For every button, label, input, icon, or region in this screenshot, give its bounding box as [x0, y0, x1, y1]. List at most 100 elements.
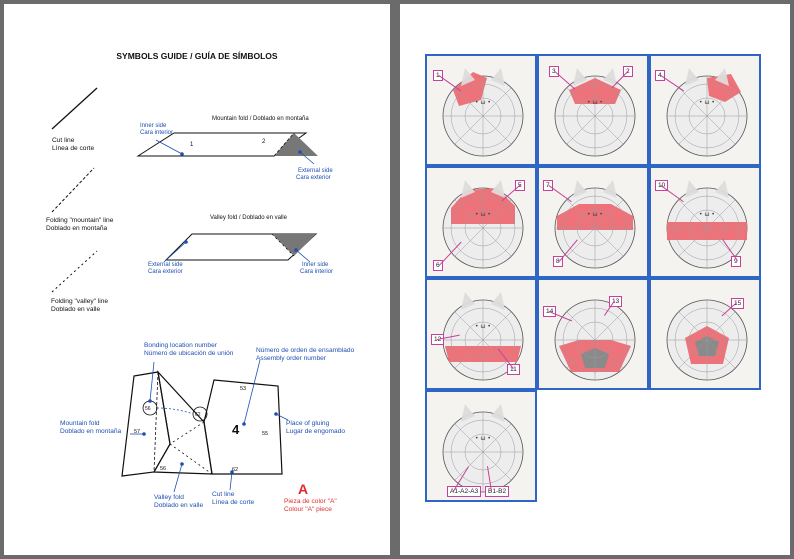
svg-text:• ω •: • ω •: [475, 435, 491, 442]
assembly-cut-label: Cut line: [212, 491, 235, 498]
step-panel: • ω • 3 2: [537, 54, 649, 166]
step-number-label: 3: [549, 66, 559, 77]
page-title: SYMBOLS GUIDE / GUÍA DE SÍMBOLOS: [116, 51, 278, 61]
papercraft-model-illustration: • ω •: [442, 292, 524, 381]
step-number-label: 13: [609, 296, 623, 307]
step-panel: • ω • 7 8: [537, 166, 649, 278]
svg-text:• ω •: • ω •: [587, 99, 603, 106]
legend-cut-label-es: Línea de corte: [52, 145, 95, 152]
colour-piece-label-es: Pieza de color "A": [284, 498, 337, 505]
mountain-inner-label: Inner side: [140, 123, 167, 129]
papercraft-model-illustration: • ω •: [442, 68, 524, 157]
mountain-external-label: External side: [298, 168, 333, 174]
papercraft-model-illustration: • ω •: [554, 180, 636, 269]
assembly-piece-center: [152, 370, 213, 475]
edge-label-57: 57: [134, 429, 141, 435]
mountain-fold-shape: [136, 132, 308, 157]
valley-inner-label: Inner side: [302, 262, 329, 268]
mountain-line-sample: [51, 167, 95, 213]
assembly-cut-label-es: Línea de corte: [212, 499, 255, 506]
step-number-label: 12: [431, 334, 445, 345]
legend-valley-label: Folding "valley" line: [51, 298, 109, 305]
step-number-label: 2: [623, 66, 633, 77]
step-panel: • ω • 12 11: [425, 278, 537, 390]
step-panel: • ω • 4: [649, 54, 761, 166]
svg-text:• ω •: • ω •: [475, 211, 491, 218]
step-number-label: 1: [433, 70, 443, 81]
mountain-num-1: 1: [190, 142, 194, 148]
valley-external-label-es: Cara exterior: [148, 269, 183, 275]
papercraft-model-illustration: • ω •: [442, 404, 524, 493]
assembly-mountain-label-es: Doblado en montaña: [60, 428, 122, 435]
step-number-label: B1-B2: [485, 486, 510, 497]
bonding-number-label: Bonding location number: [144, 342, 217, 349]
assembly-order-label-es: Número de orden de ensamblado: [256, 347, 355, 354]
mountain-inner-label-es: Cara interior: [140, 130, 174, 136]
papercraft-model-illustration: [554, 299, 636, 381]
edge-label-56: 56: [160, 466, 167, 472]
assembly-order-label: Assembly order number: [256, 355, 326, 362]
mountain-fold-title: Mountain fold / Doblado en montaña: [212, 116, 309, 122]
step-number-label: 4: [655, 70, 665, 81]
svg-text:• ω •: • ω •: [475, 323, 491, 330]
step-number-label: 11: [507, 364, 520, 375]
step-number-label: 10: [655, 180, 669, 191]
bond-number-a: 56: [145, 406, 151, 412]
legend-cut-label: Cut line: [52, 137, 75, 144]
mountain-external-label-es: Cara exterior: [296, 175, 331, 181]
legend-mountain-label: Folding "mountain" line: [46, 217, 114, 224]
step-panel: 15: [649, 278, 761, 390]
papercraft-model-illustration: • ω •: [442, 180, 524, 269]
edge-label-62: 62: [232, 467, 239, 473]
step-number-label: 6: [433, 260, 443, 271]
gluing-label: Place of gluing: [286, 420, 330, 427]
svg-text:• ω •: • ω •: [699, 211, 715, 218]
bonding-number-label-es: Número de ubicación de unión: [144, 350, 234, 357]
step-number-label: 7: [543, 180, 553, 191]
cut-line-sample: [51, 87, 98, 130]
bond-number-b: 62: [195, 412, 201, 418]
edge-label-55: 55: [262, 431, 269, 437]
papercraft-model-illustration: • ω •: [666, 180, 748, 269]
assembly-valley-label: Valley fold: [154, 494, 184, 501]
symbols-guide-page: SYMBOLS GUIDE / GUÍA DE SÍMBOLOS: [4, 4, 390, 555]
colour-piece-letter: A: [298, 481, 309, 497]
step-panel: • ω • 1: [425, 54, 537, 166]
step-number-label: 5: [515, 180, 525, 191]
assembly-steps-page: • ω • 1 • ω • 3 2 • ω • 4 • ω • 5 6 • ω • 7 8 • ω • 10…: [400, 4, 790, 555]
colour-piece-label: Colour "A" piece: [284, 506, 332, 513]
step-number-label: 9: [731, 256, 741, 267]
step-panel: • ω • 10 9: [649, 166, 761, 278]
mountain-fold-flap: [274, 133, 318, 156]
svg-text:• ω •: • ω •: [587, 211, 603, 218]
valley-external-label: External side: [148, 262, 183, 268]
valley-line-sample: [51, 250, 98, 293]
step-number-label: A1-A2-A3: [447, 486, 482, 497]
valley-fold-flap: [272, 234, 316, 256]
assembly-order-number: 4: [232, 422, 240, 437]
gluing-label-es: Lugar de engomado: [286, 428, 346, 435]
papercraft-model-illustration: [666, 299, 748, 381]
assembly-valley-label-es: Doblado en valle: [154, 502, 204, 509]
papercraft-model-illustration: • ω •: [554, 68, 636, 157]
valley-inner-label-es: Cara interior: [300, 269, 334, 275]
assembly-mountain-label: Mountain fold: [60, 420, 100, 427]
svg-text:• ω •: • ω •: [475, 99, 491, 106]
mountain-num-2: 2: [262, 139, 266, 145]
legend-valley-label-es: Doblado en valle: [51, 306, 101, 313]
assembly-piece-left: [121, 371, 171, 477]
step-number-label: 8: [553, 256, 563, 267]
step-number-label: 15: [731, 298, 745, 309]
papercraft-model-illustration: • ω •: [666, 68, 748, 157]
svg-text:• ω •: • ω •: [699, 99, 715, 106]
step-panel: 14 13: [537, 278, 649, 390]
valley-fold-title: Valley fold / Doblado en valle: [210, 215, 287, 221]
step-number-label: 14: [543, 306, 557, 317]
edge-label-53: 53: [240, 386, 247, 392]
symbols-diagrams: [51, 87, 318, 493]
steps-grid: • ω • 1 • ω • 3 2 • ω • 4 • ω • 5 6 • ω • 7 8 • ω • 10…: [425, 54, 762, 502]
assembly-piece-right: [203, 379, 283, 475]
legend-mountain-label-es: Doblado en montaña: [46, 225, 108, 232]
step-panel: • ω • 5 6: [425, 166, 537, 278]
